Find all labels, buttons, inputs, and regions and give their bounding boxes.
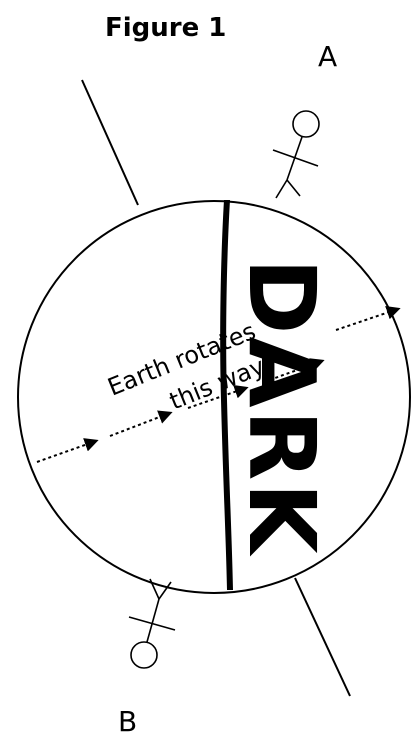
axis-line-bottom (295, 578, 350, 696)
rotation-arrow (336, 309, 398, 330)
figure-title: Figure 1 (105, 13, 226, 43)
rotation-arrow (37, 441, 96, 462)
label-b: B (118, 705, 137, 738)
label-a: A (318, 40, 337, 73)
dark-label: DARK (228, 258, 335, 557)
person-figure-b (129, 579, 175, 668)
dark-label-group: DARK (228, 258, 335, 557)
axis-line-top (82, 80, 138, 205)
person-figure-a (273, 111, 319, 198)
rotation-arrow (110, 413, 170, 436)
